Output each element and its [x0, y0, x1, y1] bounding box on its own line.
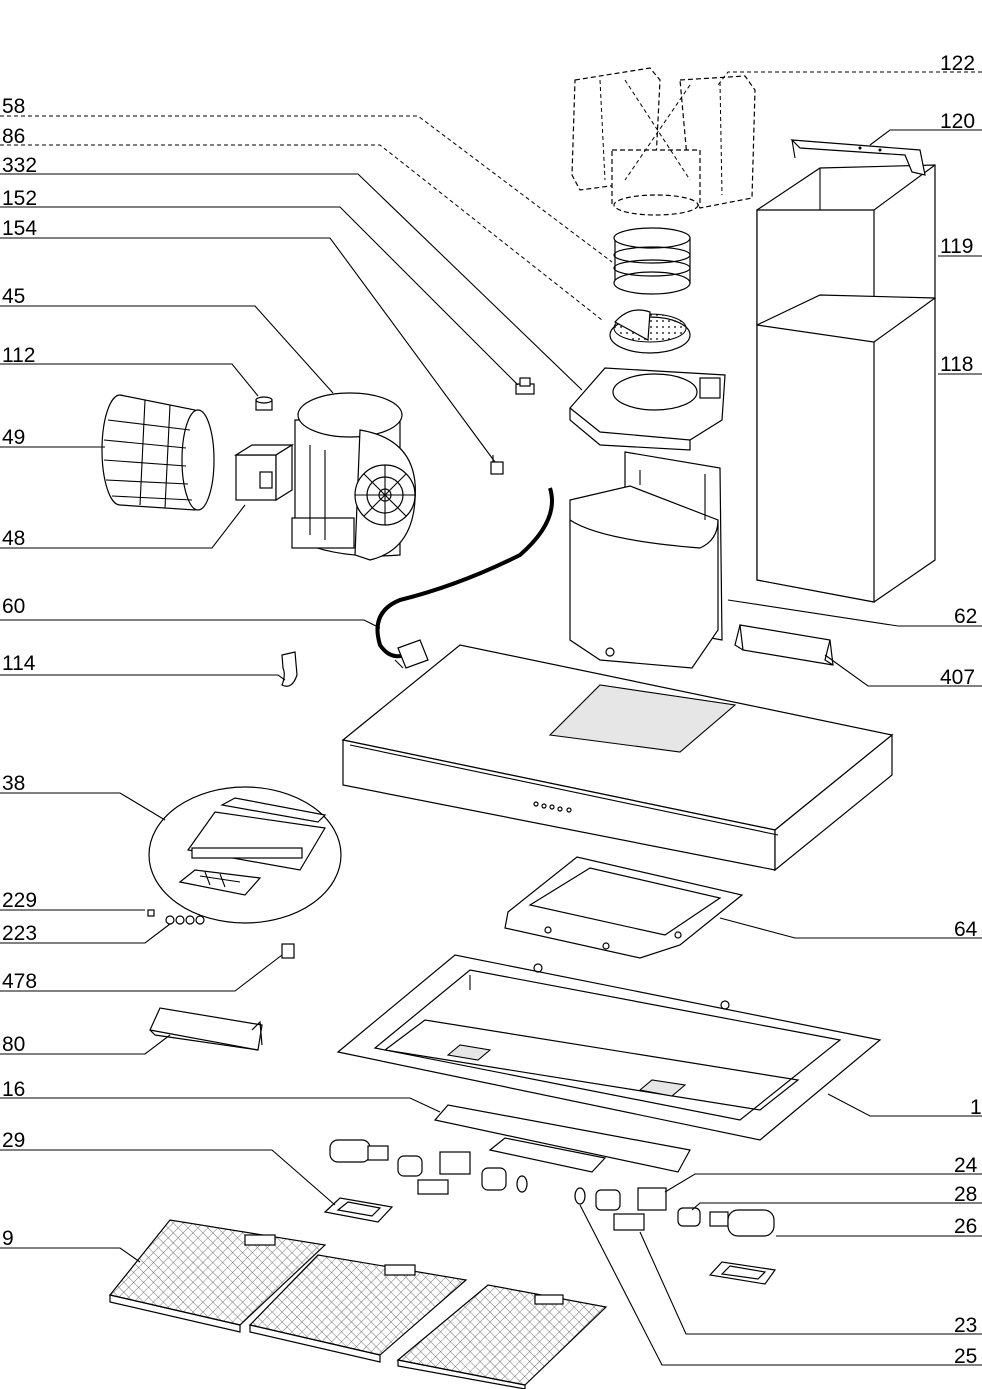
part-86-valve [609, 309, 691, 354]
label-1: 1 [970, 1096, 982, 1119]
part-60-power-cord [375, 487, 554, 669]
label-29: 29 [2, 1129, 25, 1152]
label-332: 332 [2, 154, 37, 177]
part-38-control-unit [148, 786, 342, 924]
part-number-labels: 122 58 86 120 332 152 154 119 45 118 112… [2, 52, 982, 1368]
part-49-impeller [101, 394, 215, 511]
label-119: 119 [940, 235, 973, 258]
hood-body [341, 644, 894, 872]
label-62: 62 [954, 605, 977, 628]
label-114: 114 [2, 652, 36, 675]
label-478: 478 [2, 970, 37, 993]
part-478-clip [281, 943, 295, 959]
part-58-flange [613, 227, 691, 295]
part-223-buttons [165, 915, 205, 925]
part-45-motor [291, 392, 416, 561]
label-223: 223 [2, 922, 37, 945]
label-48: 48 [2, 527, 25, 550]
part-120-top-bracket [790, 139, 926, 176]
label-25: 25 [954, 1345, 977, 1368]
label-112: 112 [2, 344, 35, 367]
part-25-lens [574, 1187, 586, 1205]
part-114-clip [281, 651, 298, 687]
leader-lines [0, 71, 982, 1366]
label-16: 16 [2, 1078, 25, 1101]
part-48-capacitor [233, 443, 295, 502]
label-24: 24 [954, 1154, 978, 1177]
part-24-lampholder [595, 1187, 667, 1211]
label-60: 60 [2, 595, 25, 618]
part-29-lamp-cover [323, 1197, 394, 1223]
label-45: 45 [2, 285, 25, 308]
label-152: 152 [2, 187, 37, 210]
label-122: 122 [940, 52, 975, 75]
label-80: 80 [2, 1033, 25, 1056]
part-64-frame [504, 856, 744, 959]
part-16-lamp-bracket [433, 1104, 691, 1173]
part-28-bulb-base [677, 1207, 701, 1227]
part-229-button [147, 909, 155, 917]
label-86: 86 [2, 125, 25, 148]
part-122-duct-adapter [571, 67, 756, 216]
part-152-clip [515, 377, 535, 395]
part-62-chimney-bracket [569, 451, 723, 669]
label-49: 49 [2, 426, 25, 449]
part-26-bulb [709, 1209, 775, 1237]
label-118: 118 [940, 353, 973, 376]
label-28: 28 [954, 1183, 977, 1206]
label-26: 26 [954, 1215, 977, 1238]
part-9-grease-filters [108, 1219, 608, 1389]
label-64: 64 [954, 918, 978, 941]
part-154-clip [490, 455, 504, 475]
part-112-cap [255, 396, 273, 411]
part-29-lamp-cover-right [708, 1261, 777, 1285]
part-407-wall-bracket [734, 624, 834, 666]
label-38: 38 [2, 772, 25, 795]
part-23-clip [613, 1213, 645, 1231]
label-407: 407 [940, 666, 975, 689]
label-9: 9 [2, 1227, 14, 1250]
part-118-lower-chimney [756, 294, 936, 603]
label-229: 229 [2, 889, 37, 912]
label-154: 154 [2, 217, 37, 240]
label-58: 58 [2, 95, 25, 118]
part-332-mounting-plate [569, 367, 726, 451]
part-1-grease-tray [336, 954, 882, 1141]
label-120: 120 [940, 110, 975, 133]
lamp-components-left [329, 1139, 528, 1195]
label-23: 23 [954, 1314, 977, 1337]
part-80-bracket [149, 1007, 263, 1051]
